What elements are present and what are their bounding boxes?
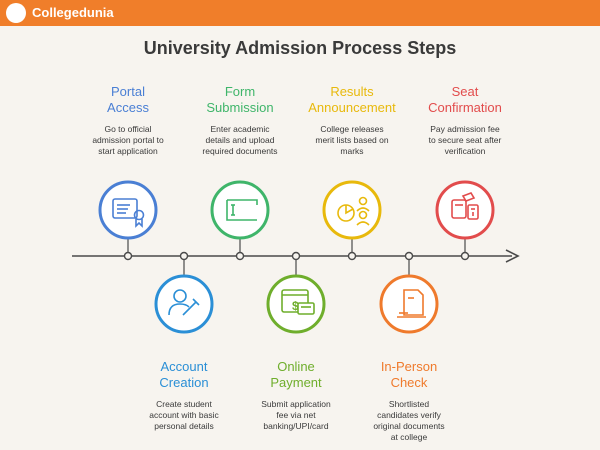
step-title-line-2: Payment: [270, 375, 322, 390]
desc-line: merit lists based on: [315, 135, 389, 145]
payment-icon: [281, 289, 315, 315]
step-desc-portal-access: Go to official admission portal to start…: [68, 124, 188, 157]
certificate-icon: [112, 198, 145, 228]
step-title-results-announcement: Results Announcement: [287, 84, 417, 116]
top-bar: Collegedunia: [0, 0, 600, 26]
step-desc-results-announcement: College releases merit lists based on ma…: [292, 124, 412, 157]
desc-line: College releases: [320, 124, 384, 134]
step-desc-online-payment: Submit application fee via net banking/U…: [236, 399, 356, 432]
step-title-account-creation: Account Creation: [119, 359, 249, 391]
timeline-arrow-head: [505, 249, 520, 263]
desc-line: verification: [444, 146, 486, 156]
desc-line: original documents: [373, 421, 445, 431]
results-chart-icon: [337, 196, 370, 226]
step-desc-form-submission: Enter academic details and upload requir…: [180, 124, 300, 157]
step-circle-seat-confirmation: [435, 180, 495, 240]
desc-line: personal details: [154, 421, 214, 431]
desc-line: admission portal to: [92, 135, 164, 145]
user-edit-icon: [168, 289, 200, 316]
desc-line: Create student: [156, 399, 212, 409]
desc-line: Submit application: [261, 399, 331, 409]
step-title-portal-access: Portal Access: [63, 84, 193, 116]
document-check-icon: [397, 289, 426, 318]
page-title: University Admission Process Steps: [143, 38, 457, 58]
desc-line: candidates verify: [377, 410, 441, 420]
step-title-form-submission: Form Submission: [175, 84, 305, 116]
desc-line: details and upload: [205, 135, 275, 145]
brand-name: Collegedunia: [32, 5, 114, 20]
step-title-line-2: Submission: [206, 100, 274, 115]
desc-line: Shortlisted: [388, 399, 430, 409]
form-field-icon: [226, 199, 258, 221]
step-title-line-2: Creation: [159, 375, 209, 390]
desc-line: account with basic: [149, 410, 219, 420]
desc-line: banking/UPI/card: [263, 421, 329, 431]
logo-icon: [6, 3, 26, 23]
desc-line: marks: [340, 146, 364, 156]
step-title-online-payment: Online Payment: [231, 359, 361, 391]
step-title-line-1: Portal: [111, 84, 145, 99]
desc-line: required documents: [202, 146, 278, 156]
desc-line: at college: [390, 432, 428, 442]
desc-line: Pay admission fee: [430, 124, 500, 134]
desc-line: to secure seat after: [428, 135, 502, 145]
step-title-line-1: Seat: [451, 84, 479, 99]
step-title-line-1: Results: [330, 84, 374, 99]
step-circle-in-person-check: [379, 274, 439, 334]
seat-confirmation-icon: [451, 192, 479, 220]
dollar-icon: $: [292, 299, 299, 313]
step-title-line-1: Online: [277, 359, 315, 374]
desc-line: Go to official: [104, 124, 152, 134]
step-title-line-2: Check: [390, 375, 428, 390]
step-title-line-1: Account: [160, 359, 208, 374]
step-circle-portal-access: [98, 180, 158, 240]
step-desc-in-person-check: Shortlisted candidates verify original d…: [349, 399, 469, 443]
step-desc-seat-confirmation: Pay admission fee to secure seat after v…: [405, 124, 525, 157]
step-title-line-2: Confirmation: [428, 100, 502, 115]
step-title-line-1: In-Person: [380, 359, 438, 374]
timeline-dots: [123, 251, 470, 261]
step-title-line-1: Form: [224, 84, 256, 99]
step-circle-form-submission: [210, 180, 270, 240]
step-title-line-2: Access: [107, 100, 149, 115]
desc-line: Enter academic: [210, 124, 270, 134]
step-title-seat-confirmation: Seat Confirmation: [400, 84, 530, 116]
desc-line: start application: [98, 146, 158, 156]
desc-line: fee via net: [276, 410, 316, 420]
step-title-line-2: Announcement: [308, 100, 396, 115]
step-desc-account-creation: Create student account with basic person…: [124, 399, 244, 432]
step-title-in-person-check: In-Person Check: [344, 359, 474, 391]
